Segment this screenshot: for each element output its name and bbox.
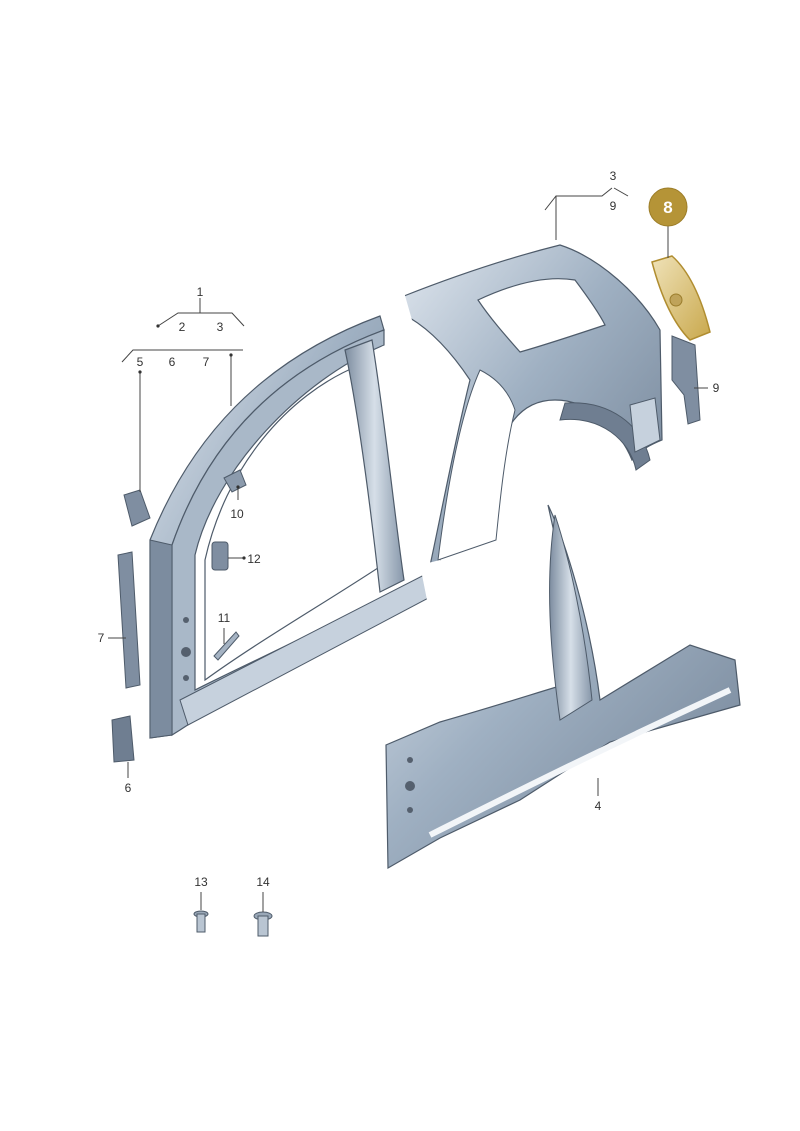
label-3-top-left: 3 [217, 320, 224, 334]
part-14-rivet [253, 911, 273, 937]
label-7-top: 7 [203, 355, 210, 369]
badge-8-label: 8 [663, 198, 672, 217]
part-7-pillar-reinforcement [117, 551, 141, 689]
label-5: 5 [137, 355, 144, 369]
label-7-side: 7 [98, 631, 105, 645]
label-6-top: 6 [169, 355, 176, 369]
label-11: 11 [218, 611, 231, 625]
side-panel-front [149, 315, 437, 739]
cut-marks [380, 292, 448, 605]
part-6-bracket [111, 715, 135, 763]
callout-labels: 1 2 3 5 6 7 3 9 9 10 12 11 7 6 4 13 14 [98, 169, 720, 889]
badge-8[interactable]: 8 [648, 187, 688, 227]
leader-lines [108, 187, 708, 912]
label-10: 10 [230, 507, 244, 521]
part-13-rivet [193, 910, 209, 933]
part-12-plate [211, 541, 229, 571]
label-1: 1 [197, 285, 204, 299]
label-14: 14 [256, 875, 270, 889]
part-10-bracket [223, 469, 247, 493]
part-11-clip [213, 631, 240, 661]
label-6-bottom: 6 [125, 781, 132, 795]
label-2: 2 [179, 320, 186, 334]
part-5-bracket [123, 489, 151, 527]
label-12: 12 [247, 552, 261, 566]
label-4: 4 [595, 799, 602, 813]
part-4-sill [385, 504, 741, 870]
label-13: 13 [194, 875, 208, 889]
side-panel-rear [403, 244, 663, 578]
label-9-side: 9 [713, 381, 720, 395]
label-9-top: 9 [610, 199, 617, 213]
label-3-top-right: 3 [610, 169, 617, 183]
part-8-highlighted[interactable] [651, 255, 711, 341]
part-9-bracket [671, 335, 701, 425]
